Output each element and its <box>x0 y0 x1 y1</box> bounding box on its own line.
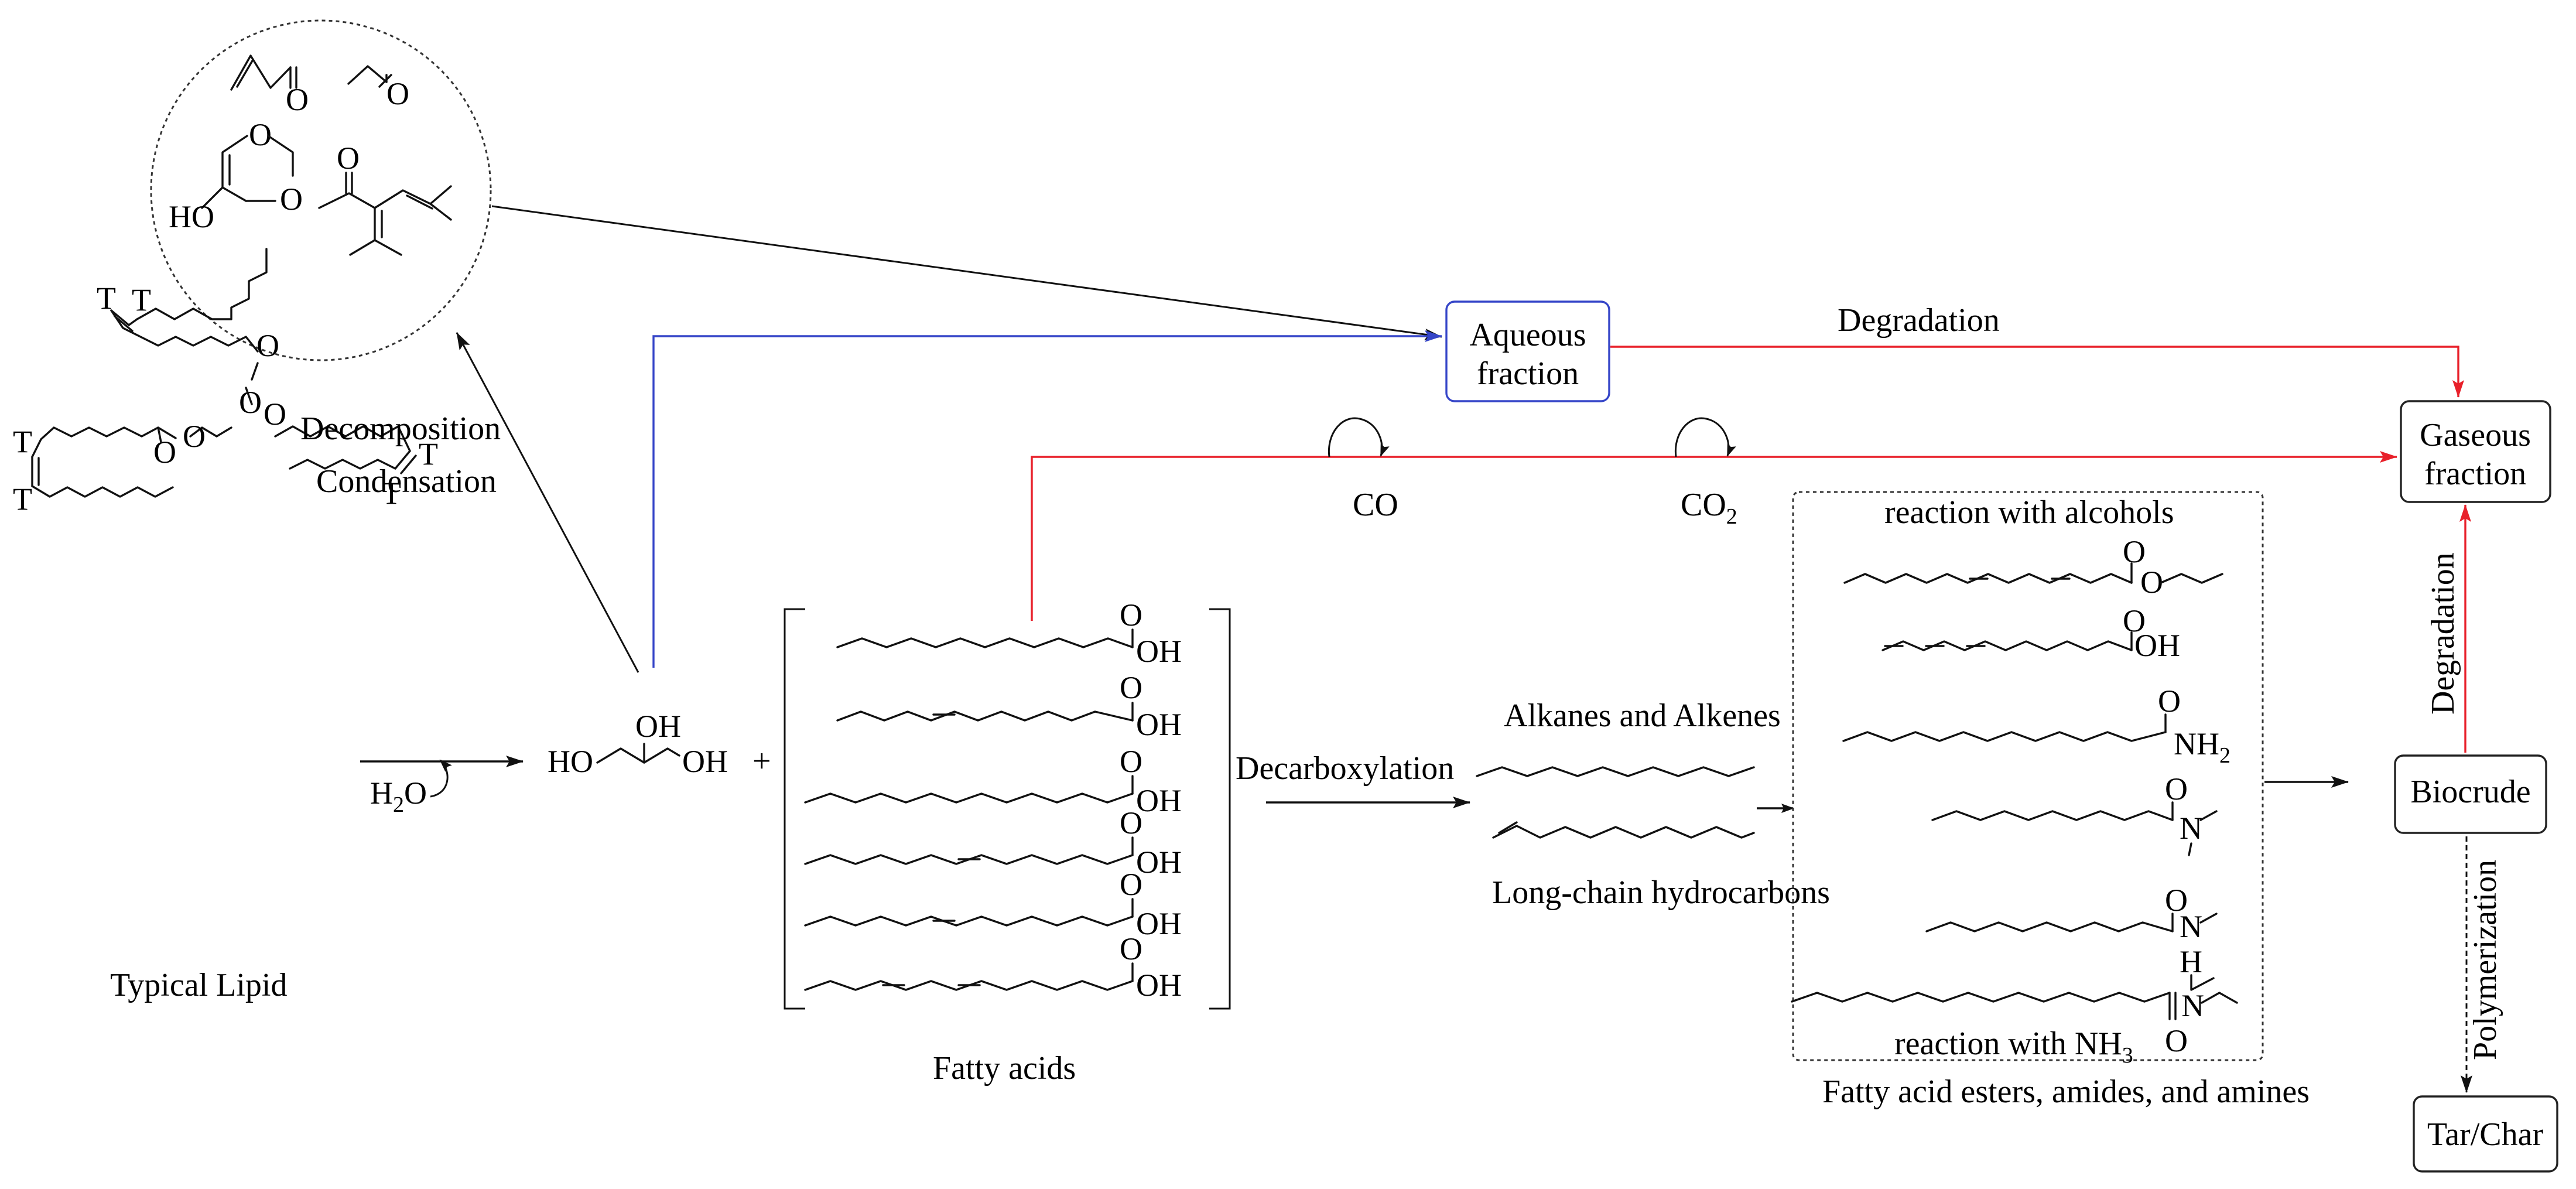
biocrude-label: Biocrude <box>2410 774 2530 810</box>
amide4-n-label: N <box>2181 988 2204 1023</box>
lipid-o1-atom: O <box>256 328 279 363</box>
lipid-o3-atom: O <box>264 397 286 432</box>
plus-sign: + <box>752 743 771 780</box>
water-curved-arrow <box>430 759 452 798</box>
glycerol-to-aqueous-arrow <box>652 330 1442 668</box>
tar-char-box: Tar/Char <box>2413 1095 2558 1173</box>
typical-lipid-structure: T T O O O O O T T T T Typical Lipid <box>13 248 438 1003</box>
aqueous-fraction-box: Aqueous fraction <box>1445 300 1610 402</box>
fa5-o-atom: O <box>1120 867 1142 902</box>
lipid-o4-atom: O <box>183 419 206 454</box>
fa6-o-atom: O <box>1120 931 1142 966</box>
amine-h-label: H <box>2180 944 2202 979</box>
dioxine-ho-label: HO <box>169 199 214 234</box>
acetaldehyde-o-atom: O <box>386 76 409 111</box>
ester-o-atom: O <box>2123 534 2146 569</box>
gaseous-fraction-box: Gaseous fraction <box>2400 400 2551 503</box>
co2-label: CO2 <box>1681 487 1737 529</box>
lipid-t3-label: T <box>13 424 32 459</box>
water-h-label: H2O <box>370 775 427 817</box>
typical-lipid-label: Typical Lipid <box>110 967 287 1003</box>
tar-char-label: Tar/Char <box>2427 1116 2544 1153</box>
decomposition-label: Decomposition <box>300 411 501 447</box>
amide4-o-atom: O <box>2165 1023 2188 1058</box>
long-chain-hydrocarbons-label: Long-chain hydrocarbons <box>1492 874 1830 911</box>
esters-amides-box: reaction with alcohols O O O OH O NH2 O … <box>1791 491 2310 1110</box>
degradation-top-label: Degradation <box>1838 302 2000 339</box>
biocrude-box: Biocrude <box>2394 754 2547 834</box>
decarboxylation-label: Decarboxylation <box>1236 750 1454 787</box>
fatty-acids-label: Fatty acids <box>933 1050 1076 1086</box>
fatty-acids-to-gaseous-arrow <box>1031 451 2397 621</box>
fa1-oh-label: OH <box>1136 634 1182 669</box>
gaseous-fraction-label-1: Gaseous <box>2420 417 2531 453</box>
decomposition-products-circle: O O O O HO O <box>150 19 492 361</box>
acrolein-o-atom: O <box>286 82 309 117</box>
gaseous-fraction-label-2: fraction <box>2424 456 2526 492</box>
amide3-o-atom: O <box>2165 883 2188 918</box>
glycerol-oh-right-label: OH <box>682 744 728 779</box>
amide3-n-label: N <box>2180 909 2202 944</box>
acid-oh-label: OH <box>2134 628 2180 663</box>
alkanes-alkenes-label: Alkanes and Alkenes <box>1504 698 1781 734</box>
fa2-oh-label: OH <box>1136 707 1182 742</box>
lipid-o5-atom: O <box>153 435 176 470</box>
fa3-oh-label: OH <box>1136 783 1182 818</box>
fa2-o-atom: O <box>1120 670 1142 705</box>
dioxine-o2-atom: O <box>280 182 303 217</box>
reaction-alcohols-label: reaction with alcohols <box>1884 494 2174 531</box>
co-label: CO <box>1353 487 1398 523</box>
glycerol-to-decomposition-arrow <box>456 332 639 673</box>
dioxine-o1-atom: O <box>249 117 272 152</box>
glycerol-structure: HO OH OH + <box>548 709 771 780</box>
amide1-o-atom: O <box>2158 684 2181 719</box>
acid-o-atom: O <box>2123 603 2146 638</box>
ketone-o-atom: O <box>337 141 360 176</box>
degradation-vertical-label: Degradation <box>2425 552 2461 715</box>
hydrolysis-arrow-group: H2O <box>360 756 524 817</box>
co2-release-arrow <box>1674 417 1736 457</box>
aqueous-fraction-label-2: fraction <box>1477 356 1579 392</box>
fa5-oh-label: OH <box>1136 906 1182 941</box>
aqueous-to-gaseous-arrow <box>1610 346 2464 398</box>
hydrocarbons-group: Alkanes and Alkenes Long-chain hydrocarb… <box>1476 698 1830 911</box>
condensation-label: Condensation <box>316 463 497 500</box>
lipid-t6-label: T <box>382 476 401 511</box>
decarboxylation-group: Decarboxylation <box>1236 750 1470 808</box>
lipid-t5-label: T <box>419 436 438 472</box>
lipid-t1-label: T <box>97 281 116 316</box>
fa6-oh-label: OH <box>1136 968 1182 1003</box>
amide1-nh2-label: NH2 <box>2174 726 2231 768</box>
amide2-n-label: N <box>2180 811 2202 846</box>
fa3-o-atom: O <box>1120 744 1142 779</box>
amide2-o-atom: O <box>2165 771 2188 807</box>
fa4-o-atom: O <box>1120 805 1142 840</box>
glycerol-oh-top-label: OH <box>635 709 681 744</box>
lipid-t2-label: T <box>132 282 151 317</box>
aqueous-fraction-label-1: Aqueous <box>1469 317 1586 353</box>
polymerization-label: Polymerization <box>2467 860 2503 1060</box>
lipid-t4-label: T <box>13 481 32 517</box>
fatty-acids-group: O OH O OH O OH O OH O OH O OH Fatty acid… <box>784 597 1231 1086</box>
fa4-oh-label: OH <box>1136 845 1182 880</box>
esters-amides-amines-label: Fatty acid esters, amides, and amines <box>1822 1074 2310 1110</box>
circle-to-aqueous-arrow <box>491 205 1442 340</box>
fa1-o-atom: O <box>1120 597 1142 633</box>
ester-o2-atom: O <box>2140 565 2163 600</box>
glycerol-ho-label: HO <box>548 744 593 779</box>
co-release-arrow <box>1328 417 1390 457</box>
reaction-nh3-label: reaction with NH3 <box>1894 1026 2133 1068</box>
